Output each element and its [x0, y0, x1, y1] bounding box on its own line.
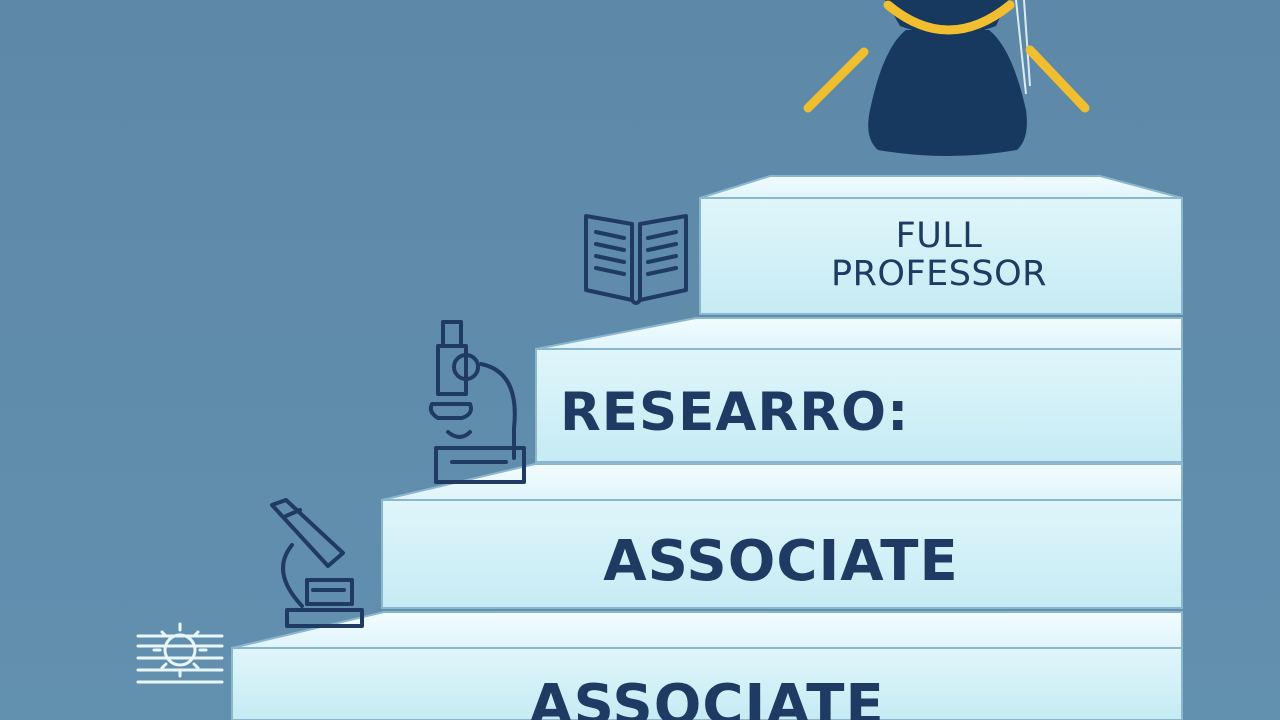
step-full-professor — [699, 175, 1183, 315]
microscope-small-icon — [270, 498, 364, 628]
book-icon — [584, 214, 688, 305]
step-associate-lower — [231, 611, 1183, 720]
step-label-associate: ASSOCIATE — [603, 529, 959, 594]
step-label-research: RESEARRO: — [560, 382, 910, 443]
sun-list-icon — [136, 622, 224, 684]
step-associate — [381, 463, 1183, 609]
step-label-full-professor: FULL PROFESSOR — [830, 216, 1048, 294]
microscope-icon — [428, 320, 526, 484]
graduation-cap-icon — [803, 0, 1090, 156]
step-research — [535, 317, 1183, 463]
step-label-associate-lower: ASSOCIATE — [529, 673, 885, 720]
